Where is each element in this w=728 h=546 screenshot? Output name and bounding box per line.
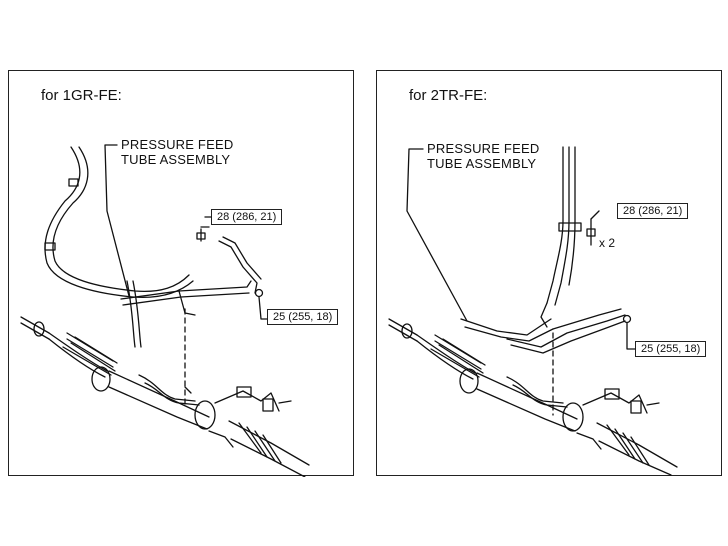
panel-title: for 2TR-FE: [409,87,488,104]
label-leader [104,144,130,297]
label-leader [406,148,468,322]
diagram-panel-2tr-fe: for 2TR-FE: PRESSURE FEED TUBE ASSEMBLY … [376,70,722,476]
part-label-line-2: TUBE ASSEMBLY [427,156,537,171]
torque-spec-upper: 28 (286, 21) [617,203,689,219]
part-label: PRESSURE FEED TUBE ASSEMBLY [427,141,539,171]
diagram-panel-1gr-fe: for 1GR-FE: PRESSURE FEED TUBE ASSEMBLY … [8,70,354,477]
steering-rack-illustration-2tr [388,146,678,476]
part-label-line-1: PRESSURE FEED [427,141,540,156]
part-label-line-2: TUBE ASSEMBLY [121,152,231,167]
quantity-label: x 2 [599,236,616,250]
steering-rack-illustration-1gr [20,144,310,477]
part-label-line-1: PRESSURE FEED [121,137,234,152]
panel-title: for 1GR-FE: [41,87,122,104]
torque-spec-lower: 25 (255, 18) [267,309,339,325]
part-label: PRESSURE FEED TUBE ASSEMBLY [121,137,233,167]
torque-spec-upper: 28 (286, 21) [211,209,283,225]
